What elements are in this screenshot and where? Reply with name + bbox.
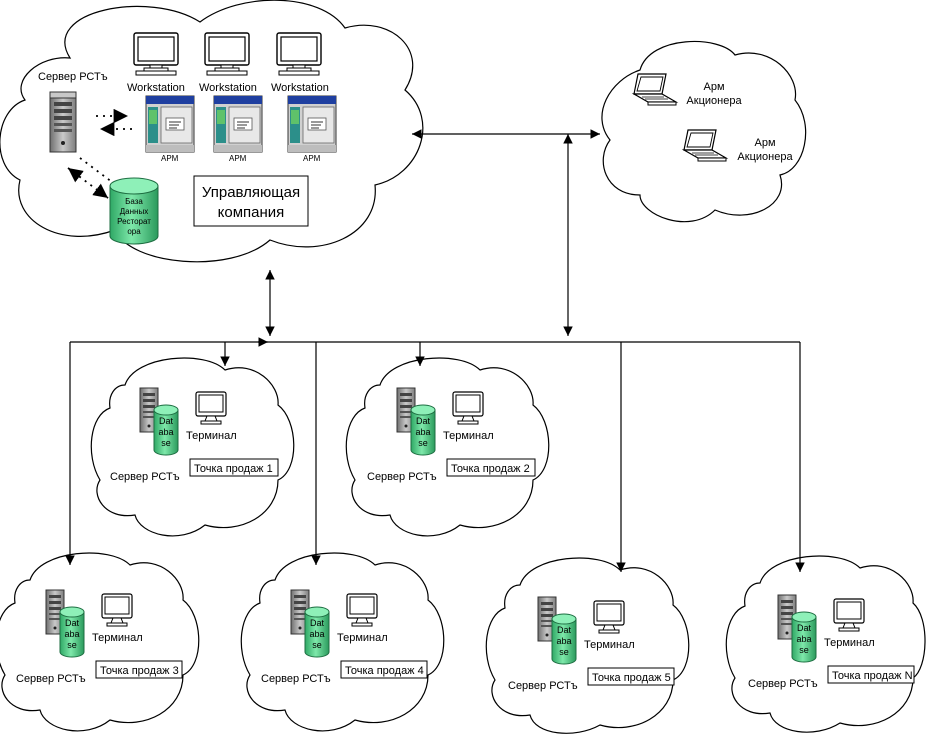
apm-label-1: АРМ [161,154,179,163]
shareholder-1-line-2: Акционера [686,95,742,107]
dotted-link-db [67,167,109,199]
hq-db-line-2: Данных [120,207,148,216]
apm-screen-icon-2 [213,95,263,153]
database-label-line: aba [158,427,173,437]
workstation-label-2: Workstation [199,82,257,94]
database-label-line: Dat [416,416,431,426]
database-label-line: aba [309,629,324,639]
server-label: Сервер РСТъ [367,471,437,483]
apm-screen-icon-1 [145,95,195,153]
server-label: Сервер РСТъ [110,471,180,483]
point-label-box [189,458,279,477]
company-box [193,175,309,227]
database-label-line: se [161,438,171,448]
cloud-point-2 [345,357,550,537]
database-icon [410,404,436,456]
hq-db-line-4: ора [127,227,141,236]
database-icon [304,606,330,658]
database-icon [791,611,817,663]
terminal-label: Терминал [824,637,875,649]
database-label-line: se [418,438,428,448]
database-icon [59,606,85,658]
database-label-line: se [799,645,809,655]
hq-server-icon [49,91,77,153]
terminal-label: Терминал [186,430,237,442]
point-label: Точка продаж N [832,670,913,682]
database-label-line: Dat [159,416,174,426]
cloud-point-5 [485,557,690,734]
workstation-label-1: Workstation [127,82,185,94]
database-label-line: aba [415,427,430,437]
hq-database-icon [109,177,159,245]
terminal-label: Терминал [443,430,494,442]
database-label-line: Dat [65,618,80,628]
terminal-label: Терминал [584,639,635,651]
hq-db-line-3: Ресторат [117,217,151,226]
company-line-2: компания [218,204,285,221]
point-label-box [827,665,915,684]
point-label: Точка продаж 5 [592,672,671,684]
database-label-line: aba [556,636,571,646]
database-label-line: se [312,640,322,650]
cloud-point-n [725,555,926,733]
apm-screen-icon-3 [287,95,337,153]
server-label: Сервер РСТъ [16,673,86,685]
database-label-line: Dat [310,618,325,628]
point-label: Точка продаж 3 [100,665,179,677]
hq-server-label: Сервер РСТъ [38,71,108,83]
server-label: Сервер РСТъ [261,673,331,685]
terminal-label: Терминал [337,632,388,644]
database-label-line: aba [796,634,811,644]
database-label-line: se [67,640,77,650]
database-icon [153,404,179,456]
server-label: Сервер РСТъ [748,678,818,690]
database-label-line: Dat [797,623,812,633]
database-label-line: Dat [557,625,572,635]
database-label-line: se [559,647,569,657]
terminal-label: Терминал [92,632,143,644]
point-label: Точка продаж 4 [345,665,424,677]
cloud-point-1 [90,357,295,537]
apm-label-3: АРМ [303,154,321,163]
shareholder-2-line-1: Арм [754,137,775,149]
point-label-box [446,458,536,477]
workstation-label-3: Workstation [271,82,329,94]
point-label: Точка продаж 1 [194,463,273,475]
database-icon [551,613,577,665]
shareholder-1-line-1: Арм [703,81,724,93]
point-label: Точка продаж 2 [451,463,530,475]
server-label: Сервер РСТъ [508,680,578,692]
shareholder-2-line-2: Акционера [737,151,793,163]
point-label-box [340,660,428,679]
database-label-line: aba [64,629,79,639]
hq-db-line-1: База [125,197,143,206]
point-label-box [587,667,675,686]
company-line-1: Управляющая [202,184,300,201]
point-label-box [95,660,183,679]
apm-label-2: АРМ [229,154,247,163]
